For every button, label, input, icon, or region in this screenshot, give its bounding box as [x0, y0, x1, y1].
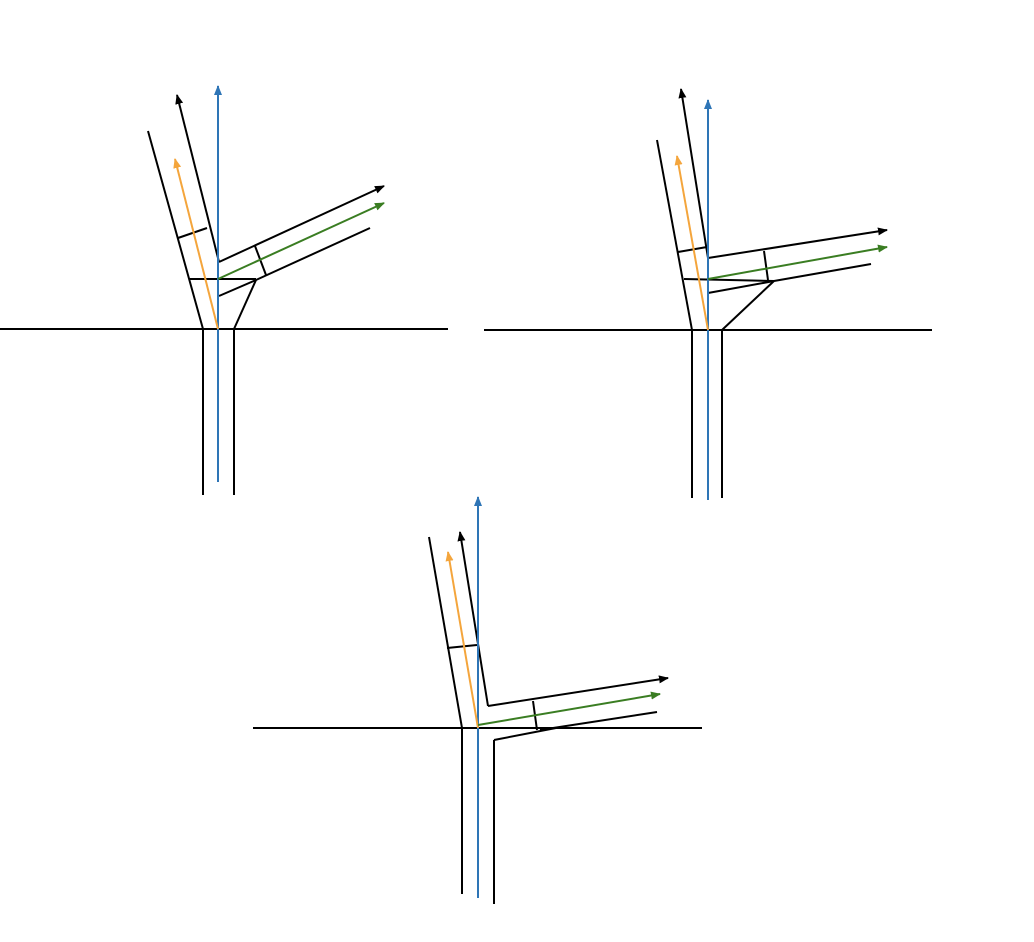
green-branch-arrow	[707, 244, 888, 280]
left-branch-inner-wall	[678, 88, 709, 259]
left-branch-outer-wall	[656, 139, 693, 331]
junction-diagram-top-left	[0, 85, 448, 495]
junction-diagram-bottom-center	[253, 496, 702, 904]
right-branch-lower-wall	[773, 263, 872, 282]
orange-branch-arrow	[674, 155, 709, 331]
right-branch-lower-wall	[255, 227, 371, 281]
left-branch-base	[683, 278, 775, 282]
left-branch-inner-wall	[457, 531, 489, 707]
left-branch-cross-tick	[677, 246, 708, 253]
stem-to-branch-link	[233, 279, 257, 330]
left-branch-outer-wall	[147, 130, 204, 330]
right-branch-cross-tick	[763, 250, 769, 281]
right-branch-lower-wall	[539, 711, 658, 731]
left-branch-inner-wall	[175, 94, 220, 263]
right-branch-upper-wall	[487, 675, 669, 707]
right-branch-upper-wall	[707, 227, 888, 259]
right-branch-inner-link	[707, 280, 775, 294]
left-branch-cross-tick	[177, 227, 208, 239]
left-branch-cross-tick	[446, 644, 478, 649]
right-branch-upper-wall	[218, 185, 385, 263]
orange-branch-arrow	[445, 551, 479, 729]
left-branch-outer-wall	[428, 536, 463, 729]
junction-diagram-top-right	[484, 88, 932, 500]
stem-to-branch-link	[721, 280, 775, 331]
right-branch-inner-link	[218, 279, 257, 297]
green-branch-arrow	[477, 691, 661, 726]
green-branch-arrow	[217, 202, 385, 280]
orange-branch-arrow	[173, 158, 219, 330]
